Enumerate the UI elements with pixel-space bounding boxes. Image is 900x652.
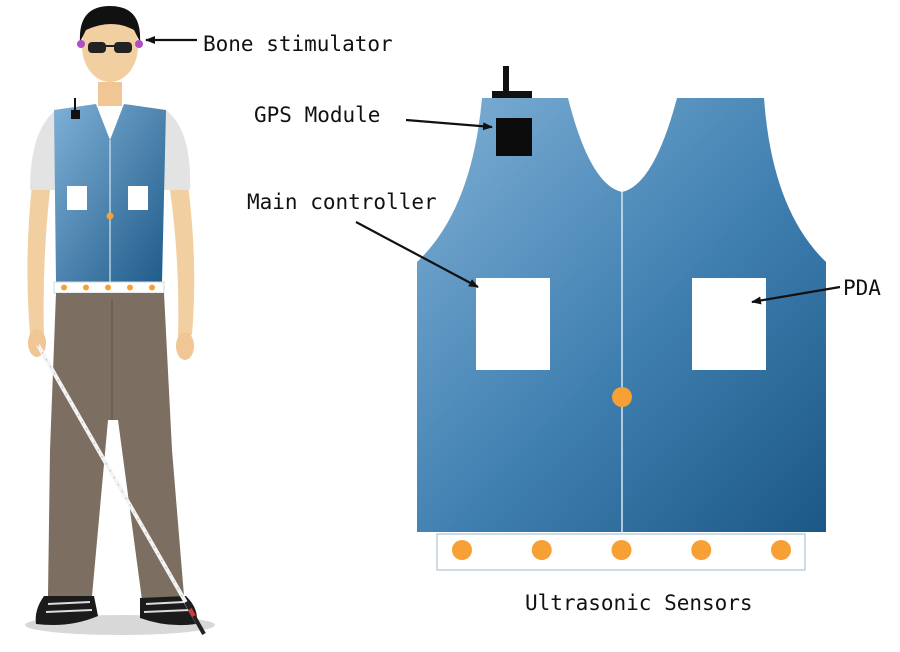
bone-stimulator-label: Bone stimulator xyxy=(203,32,393,56)
left-arm xyxy=(27,185,50,338)
right-arm xyxy=(170,185,195,338)
vest-button xyxy=(612,387,632,407)
ultrasonic-sensor xyxy=(771,540,791,560)
large-vest-diagram xyxy=(417,66,826,571)
hair xyxy=(79,6,141,42)
right-lens xyxy=(114,42,132,53)
small-belt-sensors xyxy=(61,284,155,291)
ultrasonic-sensor xyxy=(452,540,472,560)
gps-antenna xyxy=(503,66,509,93)
small-main-controller xyxy=(67,186,87,210)
pda-arrow xyxy=(751,285,841,305)
small-gps-module xyxy=(71,110,80,119)
neck xyxy=(98,82,122,106)
main-controller-arrow xyxy=(355,221,479,288)
bone-stimulator-pad-right xyxy=(135,40,143,48)
small-pda xyxy=(128,186,148,210)
gps-module xyxy=(496,118,532,156)
ultrasonic-sensors-label: Ultrasonic Sensors xyxy=(525,591,753,615)
small-vest-button xyxy=(106,212,114,220)
gps-module-arrow xyxy=(405,118,493,131)
left-lens xyxy=(88,42,106,53)
bone-stimulator-pad-left xyxy=(77,40,85,48)
gps-antenna-base xyxy=(492,91,532,98)
right-hand xyxy=(176,332,194,360)
person-figure xyxy=(25,6,215,635)
main-controller-label: Main controller xyxy=(247,190,437,214)
white-cane xyxy=(36,344,206,635)
right-sleeve xyxy=(160,110,191,190)
ultrasonic-sensor xyxy=(611,540,632,560)
main-controller-box xyxy=(476,278,550,370)
left-sleeve xyxy=(30,110,62,190)
gps-module-label: GPS Module xyxy=(254,103,380,127)
ultrasonic-sensor-dots xyxy=(452,540,791,560)
ultrasonic-sensor xyxy=(691,540,712,560)
pda-box xyxy=(692,278,766,370)
pda-label: PDA xyxy=(843,276,881,300)
pants xyxy=(48,293,184,600)
ultrasonic-sensor xyxy=(531,540,552,560)
